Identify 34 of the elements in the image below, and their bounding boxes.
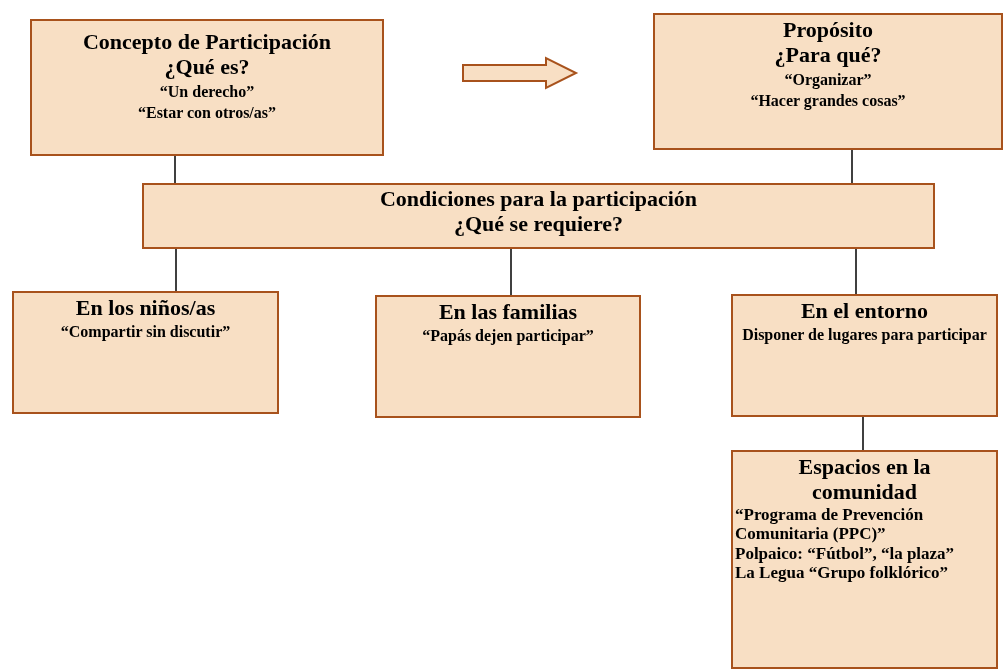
box-heading: ¿Qué es? — [163, 54, 251, 80]
concept-box — [12, 291, 279, 414]
block-arrow — [462, 56, 579, 90]
box-text: “Hacer grandes cosas” — [749, 92, 907, 111]
box-text: “Papás dejen participar” — [421, 327, 595, 346]
connector-line — [855, 248, 857, 295]
connector-line — [174, 155, 176, 184]
box-text: “Un derecho” — [158, 82, 256, 101]
concept-box — [375, 295, 641, 418]
concept-box — [142, 183, 935, 249]
connector-line — [851, 149, 853, 184]
concept-box — [30, 19, 384, 156]
box-text: Disponer de lugares para participar — [741, 326, 988, 345]
box-heading: Condiciones para la participación — [378, 186, 699, 212]
box-text: “Programa de Prevención Comunitaria (PPC)” — [734, 504, 925, 544]
box-heading: Concepto de Participación — [81, 29, 333, 55]
concept-box — [731, 294, 998, 417]
box-text: “Compartir sin discutir” — [59, 323, 232, 342]
box-heading: ¿Qué se requiere? — [452, 211, 625, 237]
box-text: Polpaico: “Fútbol”, “la plaza” — [734, 543, 956, 564]
box-heading: Espacios en la comunidad — [797, 454, 932, 505]
box-text: “Estar con otros/as” — [136, 104, 278, 123]
connector-line — [862, 416, 864, 451]
box-heading: En las familias — [437, 299, 579, 325]
box-heading: Propósito — [781, 17, 874, 43]
concept-box — [653, 13, 1003, 150]
box-heading: En el entorno — [799, 298, 930, 324]
box-text: “Organizar” — [783, 70, 873, 89]
connector-line — [175, 248, 177, 292]
connector-line — [510, 248, 512, 296]
concept-box — [731, 450, 998, 669]
box-heading: ¿Para qué? — [773, 42, 883, 68]
box-text: La Legua “Grupo folklórico” — [734, 563, 949, 583]
box-heading: En los niños/as — [74, 295, 217, 321]
